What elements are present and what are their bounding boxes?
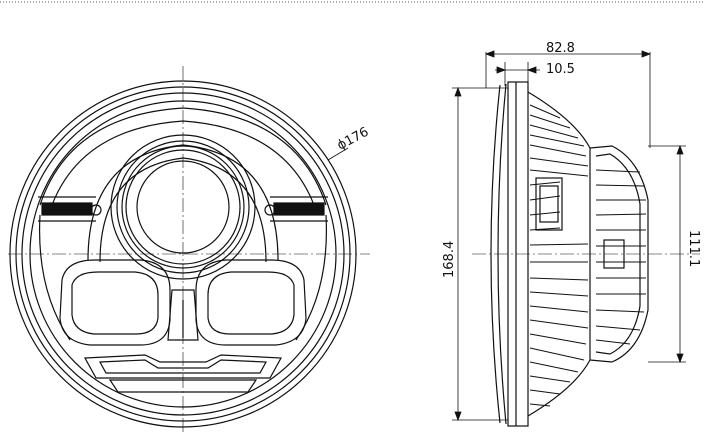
dim-label-111-1: 111.1 <box>686 230 701 267</box>
dim-label-82-8: 82.8 <box>546 41 575 56</box>
heatsink-outline <box>527 91 591 417</box>
connector-box <box>535 177 563 231</box>
right-bar <box>273 202 325 216</box>
left-lower-lens <box>71 271 159 335</box>
left-side-arch <box>38 214 71 341</box>
rear-body-inner <box>595 153 641 355</box>
rear-connector <box>603 239 625 269</box>
outer-ring-2 <box>15 86 351 422</box>
diameter-leader <box>327 147 349 161</box>
upper-arch-outer <box>39 107 327 206</box>
bottom-strip-inner <box>99 359 267 374</box>
right-side-arch <box>295 214 328 341</box>
heatsink-fins <box>529 104 589 407</box>
projector-lens <box>136 160 230 254</box>
side-view <box>472 81 700 427</box>
bezel-front-2 <box>497 83 507 425</box>
left-bar <box>41 202 93 216</box>
projector-ring-3 <box>121 145 245 269</box>
connector-inner <box>539 185 559 223</box>
upper-arch-inner <box>51 120 315 206</box>
center-post <box>167 289 199 341</box>
side-dimensions <box>452 50 686 422</box>
rear-fins <box>595 169 647 345</box>
outer-ring-4 <box>29 100 337 408</box>
flange <box>507 81 529 427</box>
right-screw <box>264 204 276 216</box>
rear-body <box>589 145 649 363</box>
front-view <box>8 66 370 434</box>
bottom-strip-outer <box>84 354 282 379</box>
projector-ring-2 <box>116 140 250 274</box>
bottom-strip-lower <box>108 379 258 393</box>
projector-ring-4 <box>125 149 241 265</box>
dim-label-168-4: 168.4 <box>442 241 457 278</box>
right-lower-lens <box>207 271 295 335</box>
front-diameter-label: ϕ176 <box>335 125 372 154</box>
dim-label-10-5: 10.5 <box>546 62 575 77</box>
bezel-front <box>490 84 501 424</box>
housing-inner <box>99 157 267 263</box>
left-screw <box>90 204 102 216</box>
projector-ring-1 <box>110 134 256 280</box>
housing-outer <box>87 144 279 261</box>
outer-ring-1 <box>9 80 357 428</box>
outer-ring-3 <box>21 92 345 416</box>
